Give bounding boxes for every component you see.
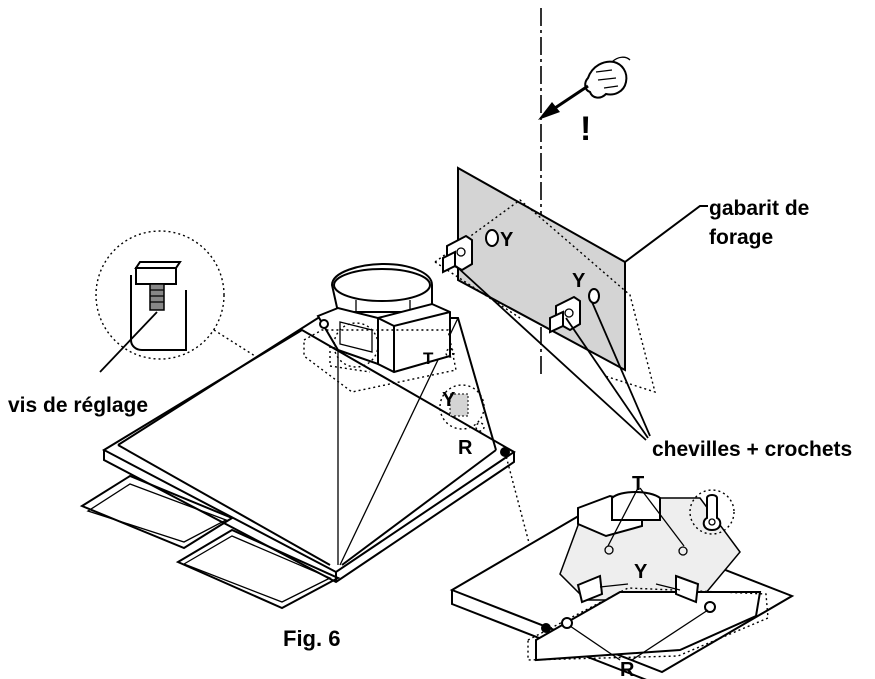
label-r-hood: R <box>458 437 473 459</box>
chevilles-label: chevilles + crochets <box>652 438 852 461</box>
drilling-template <box>434 166 656 394</box>
chevilles-leader-1 <box>455 265 647 441</box>
keyhole-detail <box>689 489 735 535</box>
hood-underside-view <box>449 487 795 679</box>
wall-hook-upper <box>442 229 499 274</box>
marking-arrow-icon <box>538 84 589 120</box>
label-y-upper: Y <box>500 229 514 251</box>
gabarit-leader-line <box>624 205 708 263</box>
chevilles-leader-3 <box>591 301 651 437</box>
chevilles-leader-2 <box>565 317 649 439</box>
wall-hook-lower <box>549 288 600 334</box>
figure-caption: Fig. 6 <box>283 626 340 651</box>
label-y-hood: Y <box>442 389 456 411</box>
gabarit-label-line2: forage <box>709 226 773 249</box>
label-r-underside: R <box>620 659 635 679</box>
gabarit-label-line1: gabarit de <box>709 197 809 220</box>
label-t-hood: T <box>423 349 434 368</box>
view-projection-line <box>504 451 553 631</box>
vis-label: vis de réglage <box>8 394 148 417</box>
warning-mark: ! <box>580 110 591 148</box>
chimney-hood-main <box>79 262 516 610</box>
label-t-underside: T <box>632 473 644 495</box>
label-y-underside: Y <box>634 561 648 583</box>
adjustment-screw-detail <box>95 230 225 373</box>
hand-pencil-icon <box>584 56 631 99</box>
label-y-lower: Y <box>572 270 586 292</box>
